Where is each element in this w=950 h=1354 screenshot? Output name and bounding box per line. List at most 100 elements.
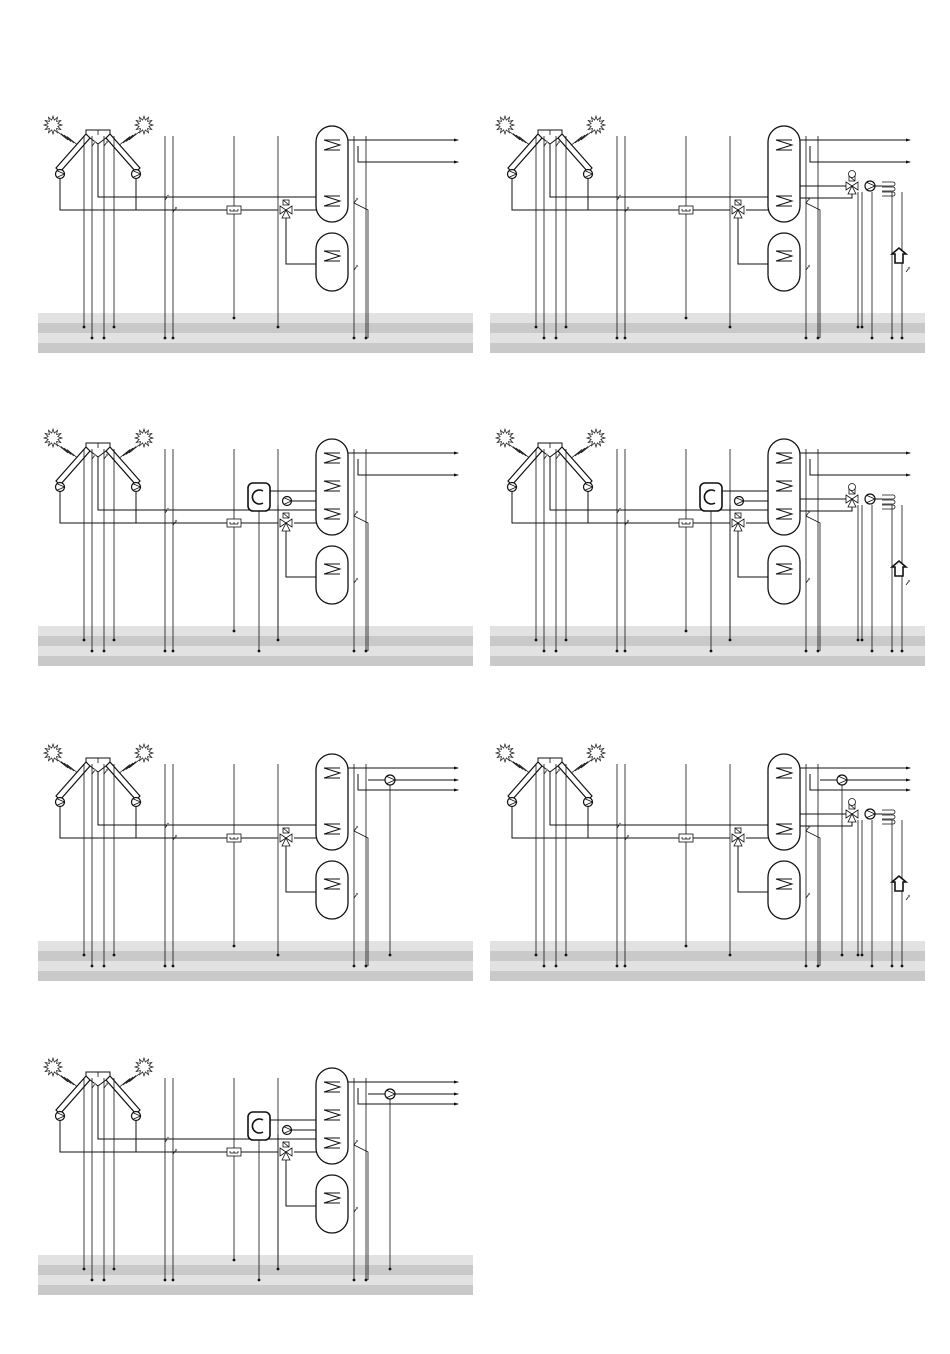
cable-bands xyxy=(38,1255,473,1295)
terminal-dot xyxy=(565,954,568,957)
terminal-dot xyxy=(805,965,808,968)
terminal-dot xyxy=(861,954,864,957)
pipework xyxy=(512,766,910,966)
terminal-dot xyxy=(164,1279,167,1282)
terminal-dot xyxy=(555,337,558,340)
schematic-panel-7 xyxy=(38,1042,478,1302)
schematic-panel-6 xyxy=(490,728,930,988)
storage-tank-icon xyxy=(768,233,800,291)
valve-actuator xyxy=(849,484,856,491)
terminal-dot xyxy=(857,326,860,329)
terminal-dot xyxy=(817,650,820,653)
pipework xyxy=(512,451,910,651)
terminal-dot xyxy=(353,965,356,968)
temperature-sensor-icon xyxy=(104,141,108,146)
terminal-dot xyxy=(555,965,558,968)
terminal-dot xyxy=(91,1279,94,1282)
outlet-arrow xyxy=(454,1103,459,1106)
terminal-dot xyxy=(729,326,732,329)
outlet-arrow xyxy=(454,474,459,477)
house-icon xyxy=(892,561,906,576)
terminal-dot xyxy=(729,954,732,957)
terminal-dot xyxy=(103,650,106,653)
outlet-arrow xyxy=(454,779,459,782)
storage-tank-icon xyxy=(768,861,800,919)
terminal-dot xyxy=(901,650,904,653)
terminal-dot xyxy=(871,965,874,968)
sun-rays xyxy=(58,445,77,458)
terminal-dot xyxy=(685,317,688,320)
sun-rays xyxy=(58,132,77,145)
controller-icon xyxy=(679,834,693,842)
outlet-arrow xyxy=(906,767,911,770)
temperature-sensor-icon xyxy=(354,1207,358,1212)
sun-rays xyxy=(572,760,591,773)
pump-icon xyxy=(508,483,517,492)
schematic-svg xyxy=(490,413,930,673)
terminal-dot xyxy=(805,337,808,340)
terminal-dot xyxy=(365,337,368,340)
boiler-icon xyxy=(248,483,270,511)
schematic-panel-5 xyxy=(38,728,478,988)
temperature-sensor-icon xyxy=(354,511,358,516)
terminal-dot xyxy=(258,1279,261,1282)
temperature-sensor-icon xyxy=(625,207,629,212)
temperature-sensor-icon xyxy=(354,198,358,203)
sun-icon xyxy=(44,1058,62,1076)
terminal-dot xyxy=(83,1268,86,1271)
temperature-sensor-icon xyxy=(104,769,108,774)
schematic-svg xyxy=(490,100,930,360)
pump-icon xyxy=(837,775,847,785)
terminal-dot xyxy=(103,337,106,340)
terminal-dot xyxy=(624,337,627,340)
pump-icon xyxy=(132,483,141,492)
controller-icon xyxy=(679,519,693,527)
cable-bands xyxy=(38,626,473,666)
cable-bands xyxy=(490,626,925,666)
terminal-dot xyxy=(103,1279,106,1282)
pump-icon xyxy=(735,497,744,506)
outlet-arrow xyxy=(454,1081,459,1084)
outlet-arrow xyxy=(454,789,459,792)
terminal-dot xyxy=(365,1279,368,1282)
boiler-icon xyxy=(700,483,722,511)
valve-actuator xyxy=(849,171,856,178)
terminal-dot xyxy=(164,337,167,340)
three-way-valve-icon xyxy=(846,804,858,822)
terminal-dot xyxy=(365,650,368,653)
heating-circuit xyxy=(800,484,910,586)
radiator-icon xyxy=(882,810,895,824)
temperature-sensor-icon xyxy=(354,1140,358,1145)
sun-icon xyxy=(44,116,62,134)
pump-icon xyxy=(132,798,141,807)
temperature-sensor-icon xyxy=(806,511,810,516)
terminal-dot xyxy=(103,965,106,968)
terminal-dot xyxy=(805,650,808,653)
terminal-dot xyxy=(172,650,175,653)
cable-bands xyxy=(490,941,925,981)
temperature-sensor-icon xyxy=(544,769,548,774)
terminal-dot xyxy=(164,965,167,968)
pipework xyxy=(60,138,458,338)
sun-icon xyxy=(135,116,153,134)
temperature-sensor-icon xyxy=(354,578,358,583)
pump-icon xyxy=(132,170,141,179)
pump-icon xyxy=(508,170,517,179)
outlet-arrow xyxy=(454,452,459,455)
temperature-sensor-icon xyxy=(92,454,96,459)
sun-icon xyxy=(496,744,514,762)
sun-icon xyxy=(587,744,605,762)
terminal-dot xyxy=(172,337,175,340)
terminal-dot xyxy=(891,650,894,653)
terminal-dot xyxy=(841,954,844,957)
temperature-sensor-icon xyxy=(556,769,560,774)
pump-icon xyxy=(385,1089,395,1099)
cable-bands xyxy=(38,941,473,981)
terminal-dot xyxy=(353,1279,356,1282)
outlet-arrow xyxy=(906,139,911,142)
schematic-svg xyxy=(38,728,478,988)
house-icon xyxy=(892,248,906,263)
radiator-icon xyxy=(882,182,895,196)
sun-icon xyxy=(135,429,153,447)
temperature-sensor-icon xyxy=(906,895,910,900)
